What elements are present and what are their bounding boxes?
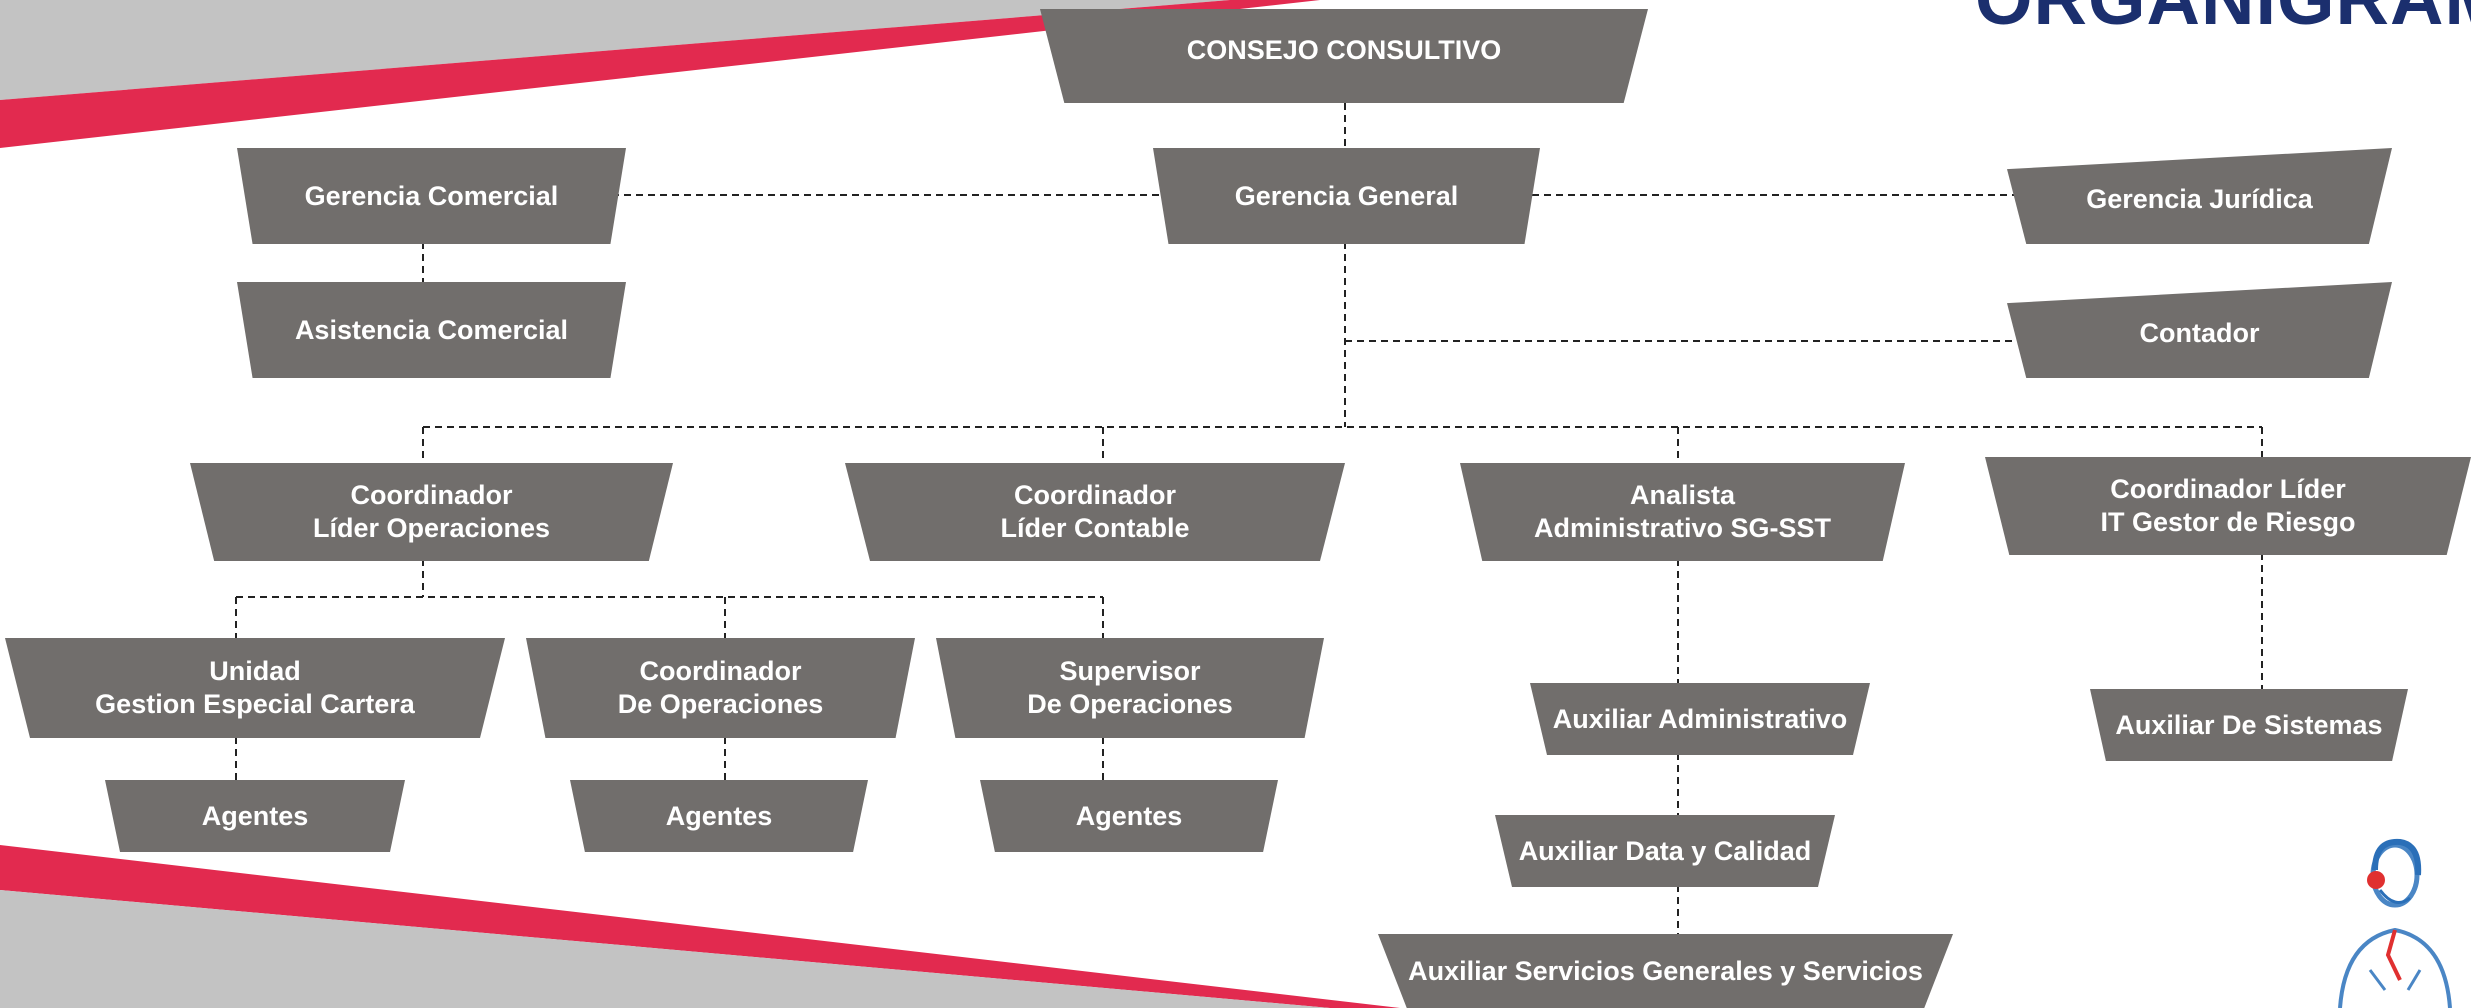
top-red-stripe [0, 0, 1320, 148]
box-coord-lider-contable: Coordinador Líder Contable [845, 463, 1345, 561]
connector-agentes [235, 737, 1104, 782]
connector-bus-drops [422, 427, 2263, 466]
box-auxiliar-data-calidad: Auxiliar Data y Calidad [1495, 815, 1835, 887]
box-consejo-consultivo: CONSEJO CONSULTIVO [1040, 9, 1648, 103]
connector-operaciones-sub [235, 559, 1104, 640]
bottom-gray-band [0, 890, 1330, 1008]
box-agentes-1: Agentes [105, 780, 405, 852]
box-gerencia-general: Gerencia General [1153, 148, 1540, 244]
box-unidad-gestion-cartera: Unidad Gestion Especial Cartera [5, 638, 505, 738]
box-auxiliar-administrativo: Auxiliar Administrativo [1530, 683, 1870, 755]
bottom-red-stripe [0, 845, 1400, 1008]
box-auxiliar-servicios-generales: Auxiliar Servicios Generales y Servicios [1378, 934, 1953, 1008]
box-coordinador-operaciones: Coordinador De Operaciones [526, 638, 915, 738]
box-coord-lider-operaciones: Coordinador Líder Operaciones [190, 463, 673, 561]
box-auxiliar-sistemas: Auxiliar De Sistemas [2090, 689, 2408, 761]
box-agentes-3: Agentes [980, 780, 1278, 852]
page-title: ORGANIGRAMA [1975, 0, 2471, 41]
headset-agent-icon [2338, 838, 2452, 1008]
box-analista-sgsst: Analista Administrativo SG-SST [1460, 463, 1905, 561]
box-asistencia-comercial: Asistencia Comercial [237, 282, 626, 378]
box-gerencia-comercial: Gerencia Comercial [237, 148, 626, 244]
box-supervisor-operaciones: Supervisor De Operaciones [936, 638, 1324, 738]
box-coord-lider-it: Coordinador Líder IT Gestor de Riesgo [1985, 457, 2471, 555]
box-agentes-2: Agentes [570, 780, 868, 852]
